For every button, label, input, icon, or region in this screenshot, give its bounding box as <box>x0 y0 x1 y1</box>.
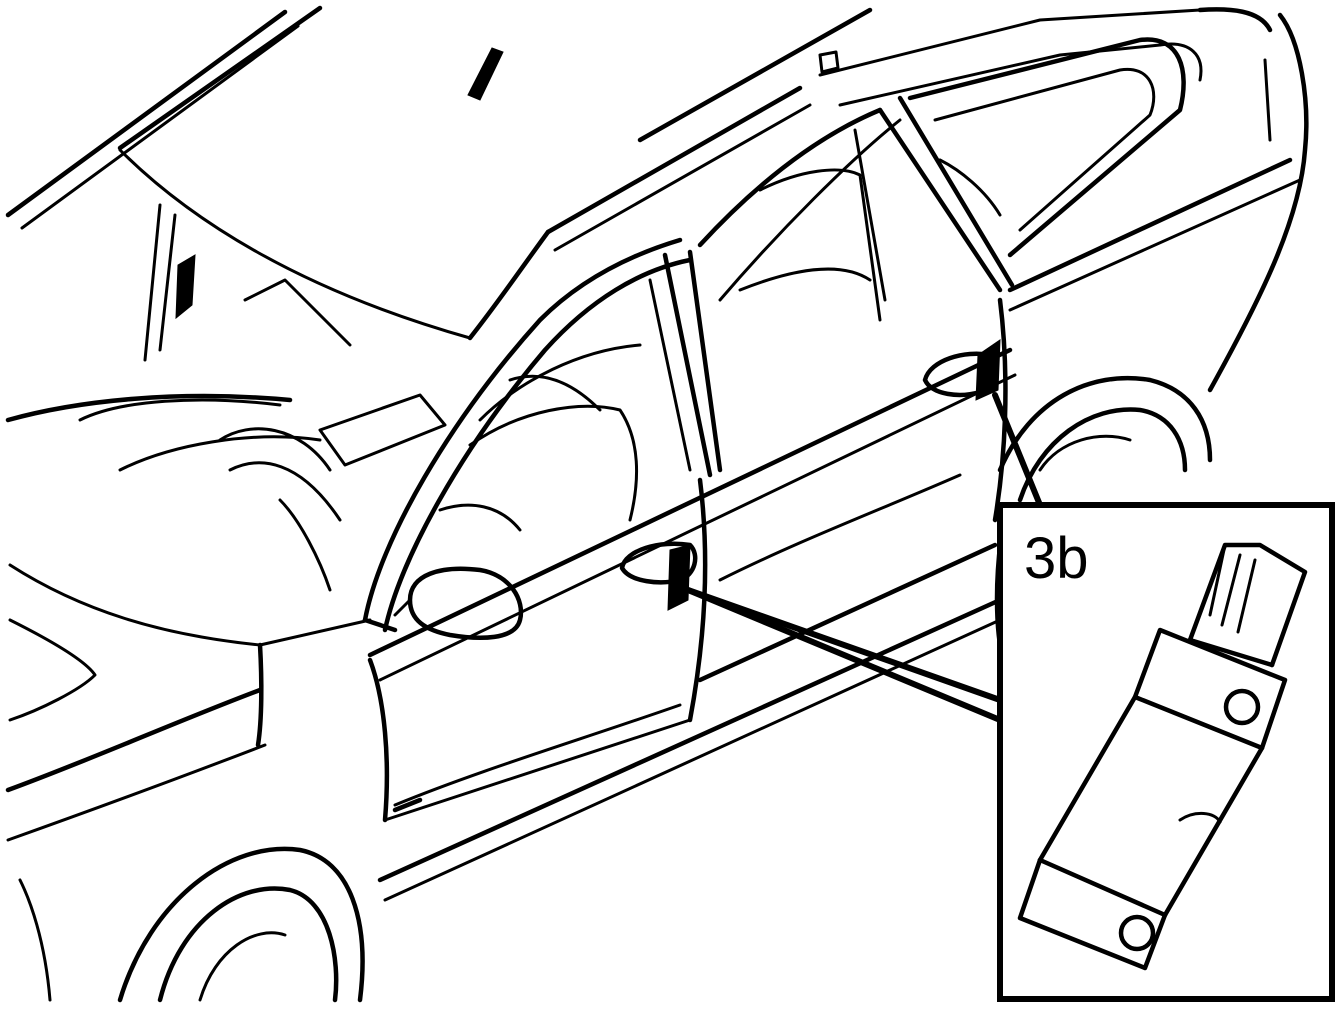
callout-label: 3b <box>1024 526 1089 591</box>
door-sensor-part <box>1017 542 1308 971</box>
rear-quarter-window <box>907 37 1186 258</box>
rear-window <box>697 95 1015 322</box>
roof-rail-clip <box>467 47 840 101</box>
hood-outline <box>5 393 372 1002</box>
detail-callout-box: 3b <box>997 502 1335 1002</box>
rocker-panel <box>377 597 1003 902</box>
body-side <box>367 12 1309 682</box>
front-wheel <box>117 846 365 1003</box>
front-window <box>362 237 693 633</box>
interior-front <box>78 203 447 592</box>
leader-lines <box>685 392 1043 723</box>
b-pillar <box>648 249 723 478</box>
rear-door-handle <box>922 339 1001 401</box>
side-mirror <box>393 566 524 640</box>
front-door-handle <box>619 541 698 611</box>
roof-outline <box>5 5 1273 341</box>
